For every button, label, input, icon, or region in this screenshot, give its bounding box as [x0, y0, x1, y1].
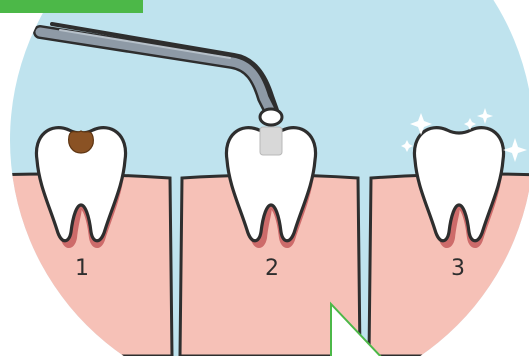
step-1-label: 1 [62, 258, 102, 280]
step-2-label: 2 [252, 258, 292, 280]
filling-pellet [260, 109, 282, 125]
filling-material [260, 127, 282, 155]
green-header-tab [0, 0, 143, 13]
cavity [69, 131, 94, 153]
step-3-label: 3 [438, 258, 478, 280]
